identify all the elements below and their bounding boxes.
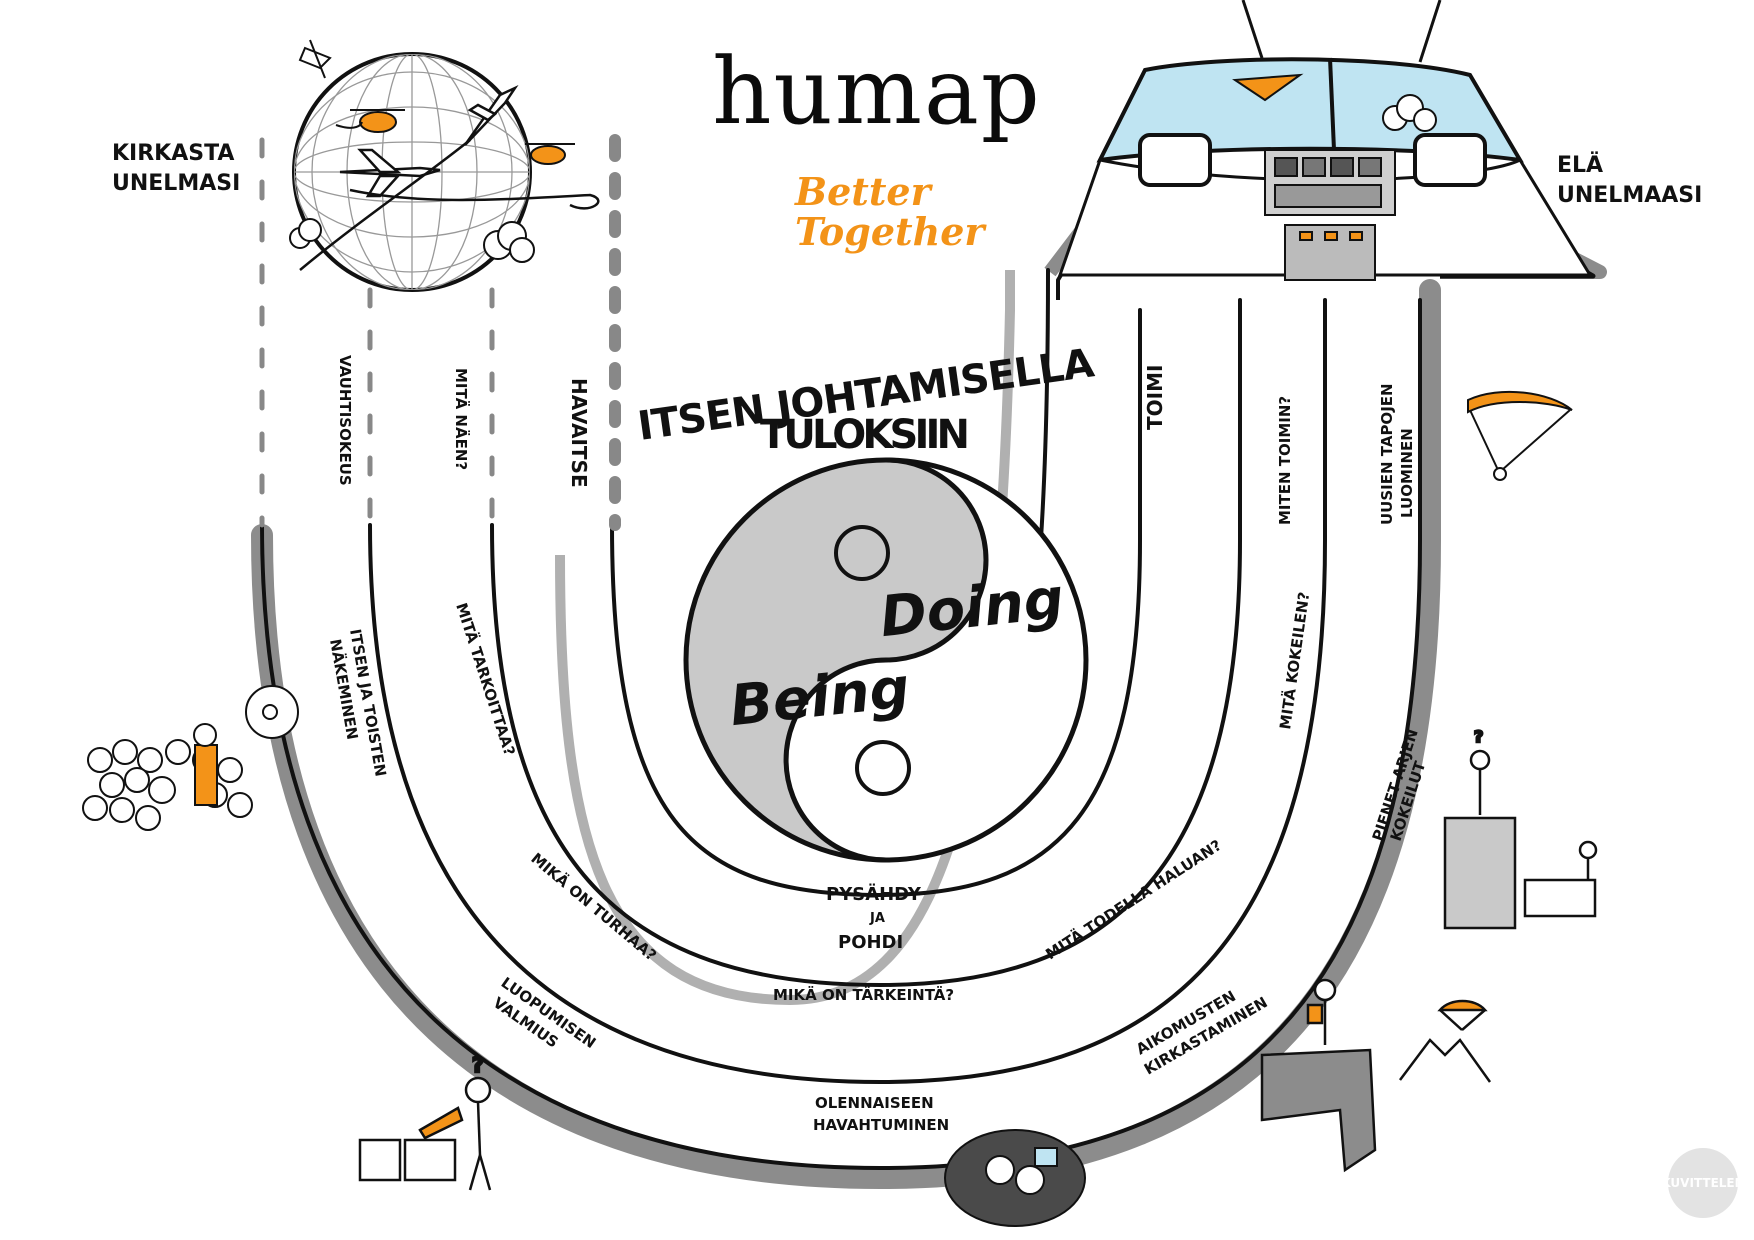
track-line-3 xyxy=(490,298,1242,988)
label-mita-tarkoittaa: MITÄ TARKOITTAA? xyxy=(452,600,519,758)
label-toimi: TOIMI xyxy=(1143,365,1167,430)
humap-logo: humap xyxy=(712,38,1042,145)
cloud-icon xyxy=(289,218,535,263)
label-pysahdy: PYSÄHDY xyxy=(826,883,922,905)
label-mita-kokeilen: MITÄ KOKEILEN? xyxy=(1275,591,1313,731)
label-uusien-1: UUSIEN TAPOJEN xyxy=(1378,383,1396,525)
hang-glider-icon xyxy=(1232,73,1304,102)
label-miten-toimin: MITEN TOIMIN? xyxy=(1276,396,1294,525)
label-vauhtisokeus: VAUHTISOKEUS xyxy=(336,355,354,486)
cockpit-illustration xyxy=(1057,0,1593,281)
yin-dot xyxy=(834,525,890,581)
crowd-illustration xyxy=(82,685,299,831)
right-title-line-2: UNELMAASI xyxy=(1557,183,1702,208)
airplane-icon xyxy=(339,148,441,198)
tagline: Better Together xyxy=(795,172,984,252)
label-mita-todella: MITÄ TODELLA HALUAN? xyxy=(1042,835,1225,963)
track-line-2 xyxy=(368,298,1327,1085)
track-line-1 xyxy=(260,298,1422,1171)
left-title-line-2: UNELMASI xyxy=(112,171,240,196)
dashed-lines xyxy=(259,134,621,531)
headline: ITSEN JOHTAMISELLA TULOKSIIN xyxy=(635,340,1097,458)
left-title-line-1: KIRKASTA xyxy=(112,141,234,166)
mountain-icon xyxy=(1399,1038,1492,1083)
label-ja: JA xyxy=(869,911,885,926)
lightbulb-icon xyxy=(245,685,299,739)
pilot-seat-left xyxy=(1138,133,1212,187)
label-mita-naen: MITÄ NÄEN? xyxy=(452,368,471,470)
label-pohdi: POHDI xyxy=(838,932,903,953)
label-uusien-2: LUOMINEN xyxy=(1398,428,1416,518)
person-on-cliff-illustration xyxy=(1260,978,1492,1173)
svg-text:?: ? xyxy=(1474,727,1483,746)
airplane-icon xyxy=(298,39,332,79)
label-mika-tarkeinta: MIKÄ ON TÄRKEINTÄ? xyxy=(773,985,954,1004)
track-line-4 xyxy=(610,308,1142,898)
flight-path xyxy=(299,139,471,271)
yang-dot xyxy=(855,740,911,796)
svg-text:?: ? xyxy=(472,1053,484,1077)
helicopter-icon xyxy=(335,109,405,133)
tower-illustration: ? xyxy=(1443,726,1598,930)
instrument-panel xyxy=(1264,149,1396,281)
yin-yang-symbol: Doing Being xyxy=(683,457,1089,863)
helicopter-icon xyxy=(525,143,575,165)
airplane-icon xyxy=(463,84,519,146)
globe-illustration xyxy=(289,39,600,292)
tagline-line-1: Better xyxy=(795,169,931,214)
flight-path xyxy=(349,188,600,210)
parachute-icon xyxy=(1437,999,1488,1031)
u-arrow-outer xyxy=(251,279,1441,1190)
person-with-luggage-illustration: ? xyxy=(358,1052,492,1191)
kuvittelen-watermark: KUVITTELEN xyxy=(1661,1148,1745,1218)
pilot-seat-right xyxy=(1413,133,1487,187)
people-circle-illustration xyxy=(944,1129,1086,1227)
label-havaitse: HAVAITSE xyxy=(567,378,591,488)
headline-line-2: TULOKSIIN xyxy=(760,412,970,458)
tagline-line-2: Together xyxy=(795,209,985,254)
right-title-line-1: ELÄ xyxy=(1557,152,1603,178)
cloud-icon xyxy=(1382,94,1437,132)
label-olennaiseen-2: HAVAHTUMINEN xyxy=(813,1116,949,1134)
paraglider-icon xyxy=(1467,390,1573,481)
label-olennaiseen-1: OLENNAISEEN xyxy=(815,1094,934,1112)
